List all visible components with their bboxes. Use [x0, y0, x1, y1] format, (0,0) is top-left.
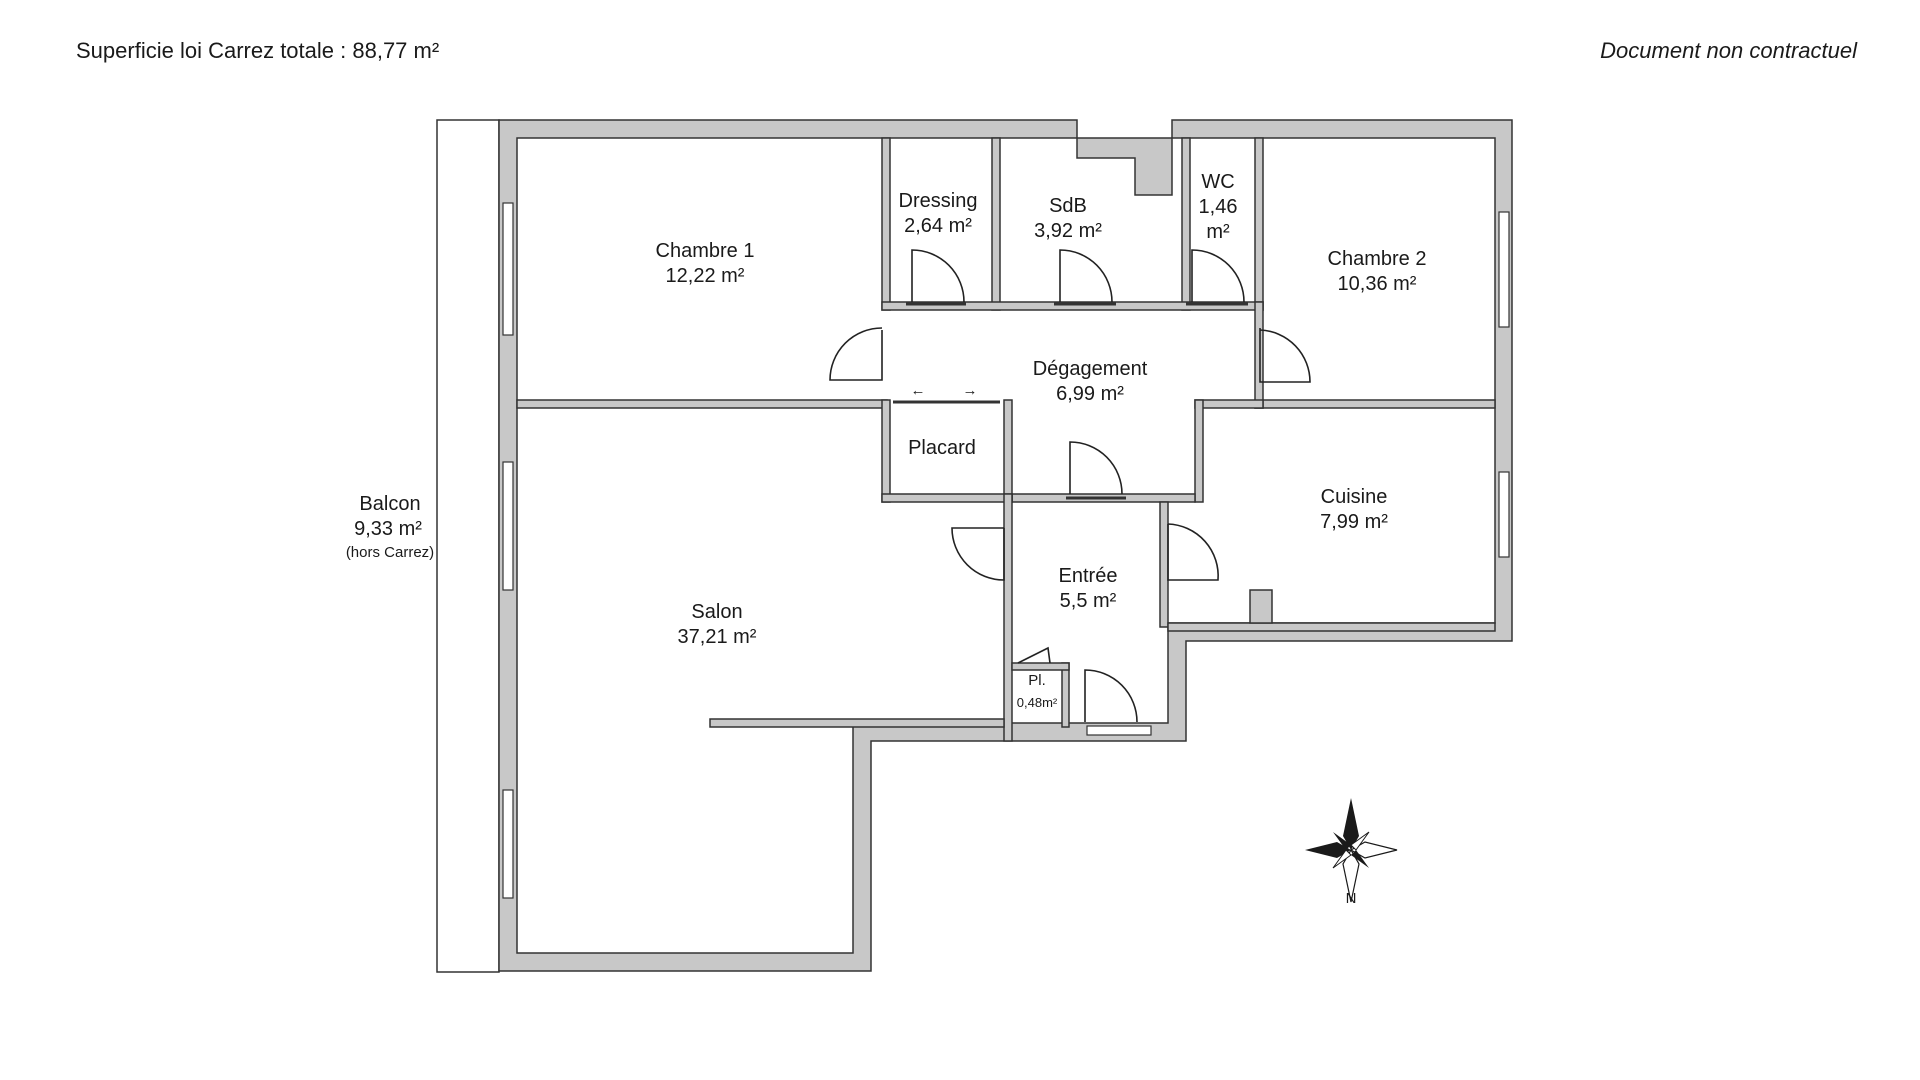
door-entrance: [1084, 669, 1138, 723]
room-salon-area: 37,21 m²: [678, 626, 757, 648]
room-pl-name: Pl.: [1028, 672, 1046, 689]
room-wc-area-line1: 1,46: [1199, 196, 1238, 218]
wall-v-chambre1: [881, 137, 891, 311]
door-chambre2: [1259, 328, 1311, 383]
surface-label: Superficie loi Carrez totale :: [76, 38, 347, 63]
window-chambre1: [502, 202, 514, 336]
wall-v-placard-right: [1003, 399, 1013, 503]
wall-h-placard-bottom: [881, 493, 1013, 503]
wall-v-cuisine-left: [1194, 399, 1204, 503]
wall-h-salon-step: [709, 718, 1005, 728]
room-sdb-area: 3,92 m²: [1034, 220, 1102, 242]
room-chambre1-area: 12,22 m²: [666, 265, 745, 287]
room-entree-area: 5,5 m²: [1060, 590, 1117, 612]
wall-v-placard-left: [881, 399, 891, 503]
room-chambre1-name: Chambre 1: [656, 240, 755, 262]
room-sdb-name: SdB: [1049, 195, 1087, 217]
wall-v-wc-chambre2: [1254, 137, 1264, 311]
door-pl: [1017, 646, 1051, 664]
door-chambre1: [829, 327, 883, 381]
entrance-threshold: [1086, 725, 1152, 736]
wall-h-cuisine-bottom: [1167, 622, 1496, 632]
room-balcon-name: Balcon: [359, 493, 420, 515]
compass-icon: [1305, 798, 1398, 903]
wall-v-sdb-wc: [1181, 137, 1191, 311]
surface-value: 88,77 m²: [352, 38, 440, 63]
room-balcon-note: (hors Carrez): [346, 544, 434, 561]
room-degagement-area: 6,99 m²: [1056, 383, 1124, 405]
room-balcon-area: 9,33 m²: [354, 518, 422, 540]
door-wc: [1191, 249, 1245, 303]
wall-v-pl-right: [1061, 662, 1070, 728]
room-wc-name: WC: [1201, 171, 1234, 193]
room-chambre2-area: 10,36 m²: [1338, 273, 1417, 295]
wall-nib-cuisine: [1249, 589, 1273, 624]
disclaimer: Document non contractuel: [1600, 38, 1857, 63]
wall-h-chambre2-cuisine: [1254, 399, 1496, 409]
room-degagement-name: Dégagement: [1033, 358, 1148, 380]
balcony-strip: [436, 119, 500, 973]
room-chambre2-name: Chambre 2: [1328, 248, 1427, 270]
wall-v-entree-left: [1003, 493, 1013, 742]
wall-v-dressing-sdb: [991, 137, 1001, 311]
wall-h-chambre1-salon: [516, 399, 888, 409]
room-cuisine-area: 7,99 m²: [1320, 511, 1388, 533]
door-dressing: [911, 249, 965, 303]
room-dressing-name: Dressing: [899, 190, 978, 212]
door-salon: [951, 527, 1005, 581]
door-degagement-entree: [1069, 441, 1123, 495]
sliding-arrow-right: →: [963, 382, 978, 399]
total-surface: Superficie loi Carrez totale : 88,77 m²: [76, 38, 439, 64]
room-placard-name: Placard: [908, 437, 976, 459]
room-entree-name: Entrée: [1059, 565, 1118, 587]
compass-north-label: N: [1346, 890, 1357, 907]
room-wc-area-line2: m²: [1206, 221, 1230, 243]
sliding-arrow-left: ←: [911, 382, 926, 399]
room-pl-area: 0,48m²: [1017, 695, 1058, 710]
window-cuisine: [1498, 471, 1510, 558]
wall-v-entree-right: [1159, 501, 1169, 628]
wall-v-degagement-chambre2: [1254, 301, 1264, 409]
door-cuisine: [1167, 523, 1219, 581]
wall-h-degagement-cuisine: [1194, 399, 1264, 409]
room-cuisine-name: Cuisine: [1321, 486, 1388, 508]
window-chambre2: [1498, 211, 1510, 328]
window-salon-bottom: [502, 789, 514, 899]
room-salon-name: Salon: [691, 601, 742, 623]
door-sdb: [1059, 249, 1113, 303]
wall-h-pl-top: [1011, 662, 1070, 671]
outer-walls: [498, 119, 1513, 972]
window-salon-top: [502, 461, 514, 591]
room-dressing-area: 2,64 m²: [904, 215, 972, 237]
